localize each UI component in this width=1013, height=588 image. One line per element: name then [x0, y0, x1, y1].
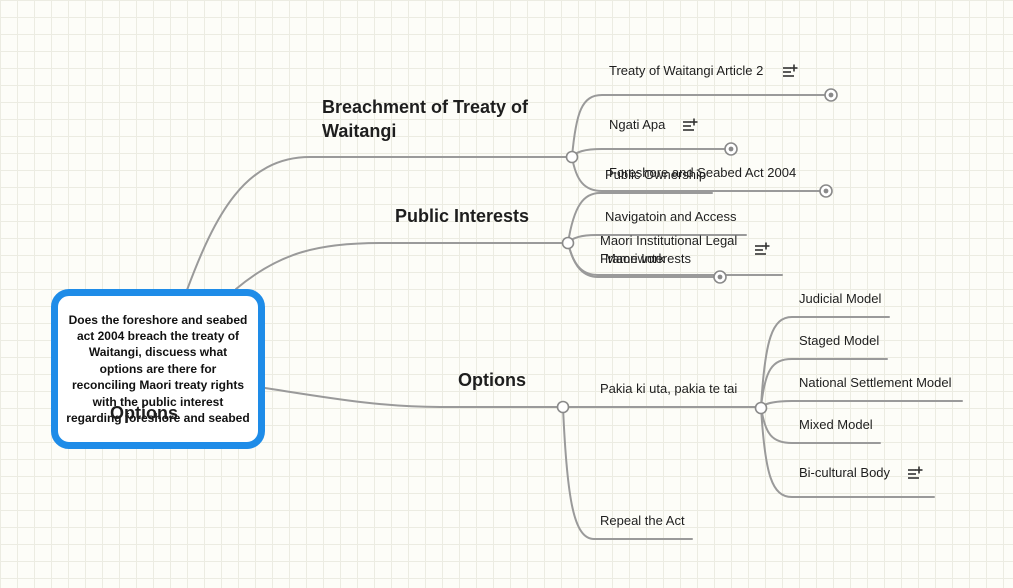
connector-judicial: [760, 316, 890, 408]
subtopic-mixed-model[interactable]: Mixed Model: [799, 417, 873, 432]
subtopic-bicultural-body[interactable]: Bi-cultural Body: [799, 465, 891, 480]
junction-breachment[interactable]: [565, 150, 579, 164]
subtopic-navigation[interactable]: Navigatoin and Access: [605, 209, 737, 224]
connector-bicultural: [760, 406, 935, 498]
subtopic-repeal[interactable]: Repeal the Act: [600, 513, 685, 528]
root-topic[interactable]: Does the foreshore and seabed act 2004 b…: [51, 289, 265, 449]
subtopic-national-settlement-model[interactable]: National Settlement Model: [799, 375, 952, 390]
junction-public-interests[interactable]: [561, 236, 575, 250]
connector-staged: [760, 358, 888, 408]
notes-icon[interactable]: [907, 466, 923, 480]
subtopic-maori-institutional[interactable]: Maori Institutional Legal Framework: [600, 233, 738, 266]
notes-icon[interactable]: [782, 64, 798, 78]
subtopic-public-ownership[interactable]: Public Ownership: [605, 167, 707, 182]
connector-root-breachment: [186, 156, 573, 291]
subtopic-ngati-apa[interactable]: Ngati Apa: [609, 117, 666, 132]
connector-root-public: [235, 242, 569, 290]
subtopic-pakia[interactable]: Pakia ki uta, pakia te tai: [600, 381, 738, 396]
connector-root-options: [264, 387, 564, 408]
connector-treaty-article: [571, 94, 827, 158]
notes-icon[interactable]: [682, 118, 698, 132]
junction-options[interactable]: [556, 400, 570, 414]
connector-foreshore-act: [571, 156, 822, 192]
junction-pakia[interactable]: [754, 401, 768, 415]
collapse-dot-icon[interactable]: [819, 184, 833, 198]
topic-public-interests[interactable]: Public Interests: [395, 206, 530, 226]
subtopic-judicial-model[interactable]: Judicial Model: [799, 291, 882, 306]
collapse-dot-icon[interactable]: [824, 88, 838, 102]
connector-repeal: [562, 406, 693, 540]
topic-breachment[interactable]: Breachment of Treaty of Waitangi: [322, 97, 529, 141]
subtopic-foreshore-act[interactable]: Foreshore and Seabed Act 2004: [609, 165, 797, 180]
subtopic-maori-interests[interactable]: Maori Interests: [605, 251, 691, 266]
collapse-dot-icon[interactable]: [724, 142, 738, 156]
subtopic-staged-model[interactable]: Staged Model: [799, 333, 880, 348]
connector-public-ownership: [567, 192, 713, 244]
subtopic-treaty-article[interactable]: Treaty of Waitangi Article 2: [609, 63, 764, 78]
connector-maori-interests: [567, 242, 783, 276]
connector-national: [760, 400, 963, 408]
topic-options[interactable]: Options: [458, 370, 526, 390]
root-topic-text: Does the foreshore and seabed act 2004 b…: [66, 312, 250, 426]
overlapping-options-label: Options: [110, 403, 178, 423]
collapse-dot-icon[interactable]: [713, 270, 727, 284]
notes-icon[interactable]: [754, 242, 770, 256]
connector-ngati-apa: [571, 148, 727, 158]
